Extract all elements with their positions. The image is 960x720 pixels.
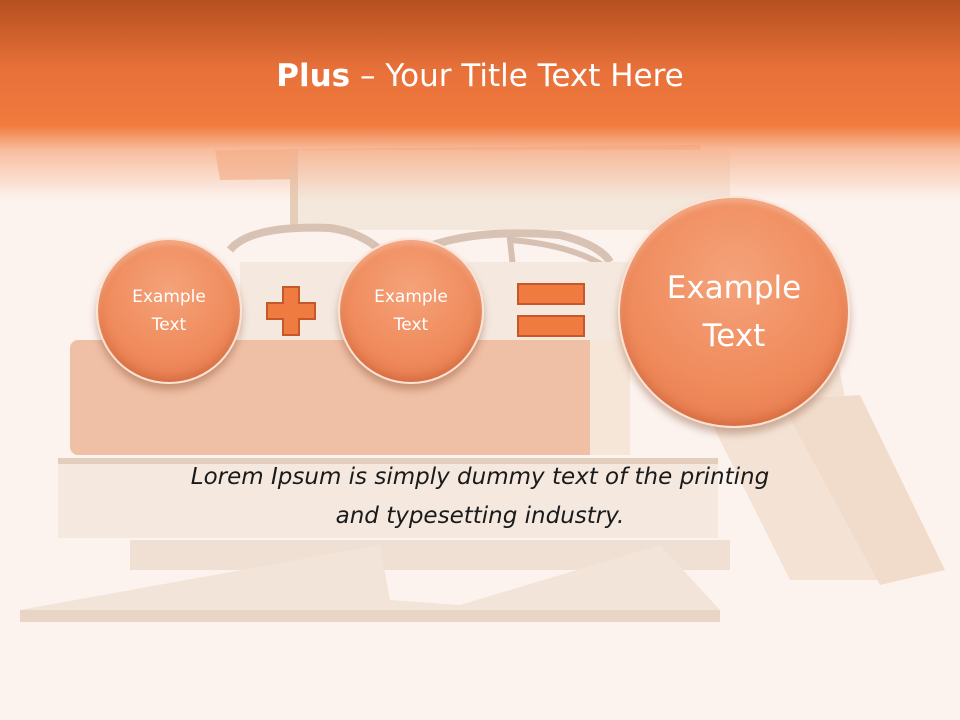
- plus-icon: [266, 286, 316, 336]
- title-banner: [0, 0, 960, 200]
- circle-1-line-2: Text: [151, 315, 187, 335]
- example-circle-1: Example Text: [96, 238, 242, 384]
- slide-title: Plus – Your Title Text Here: [0, 52, 960, 100]
- circle-1-line-1: Example: [132, 287, 206, 307]
- example-circle-result: Example Text: [618, 196, 850, 428]
- caption-line-2: and typesetting industry.: [335, 503, 625, 529]
- example-circle-2: Example Text: [338, 238, 484, 384]
- circle-2-line-1: Example: [374, 287, 448, 307]
- circle-2-line-2: Text: [393, 315, 429, 335]
- equals-icon: [517, 283, 585, 337]
- title-bold-word: Plus: [276, 58, 351, 94]
- title-text: – Your Title Text Here: [350, 58, 684, 94]
- caption-text: Lorem Ipsum is simply dummy text of the …: [100, 458, 860, 536]
- circle-3-line-1: Example: [666, 270, 802, 306]
- caption-line-1: Lorem Ipsum is simply dummy text of the …: [190, 464, 770, 490]
- circle-3-line-2: Text: [702, 318, 766, 354]
